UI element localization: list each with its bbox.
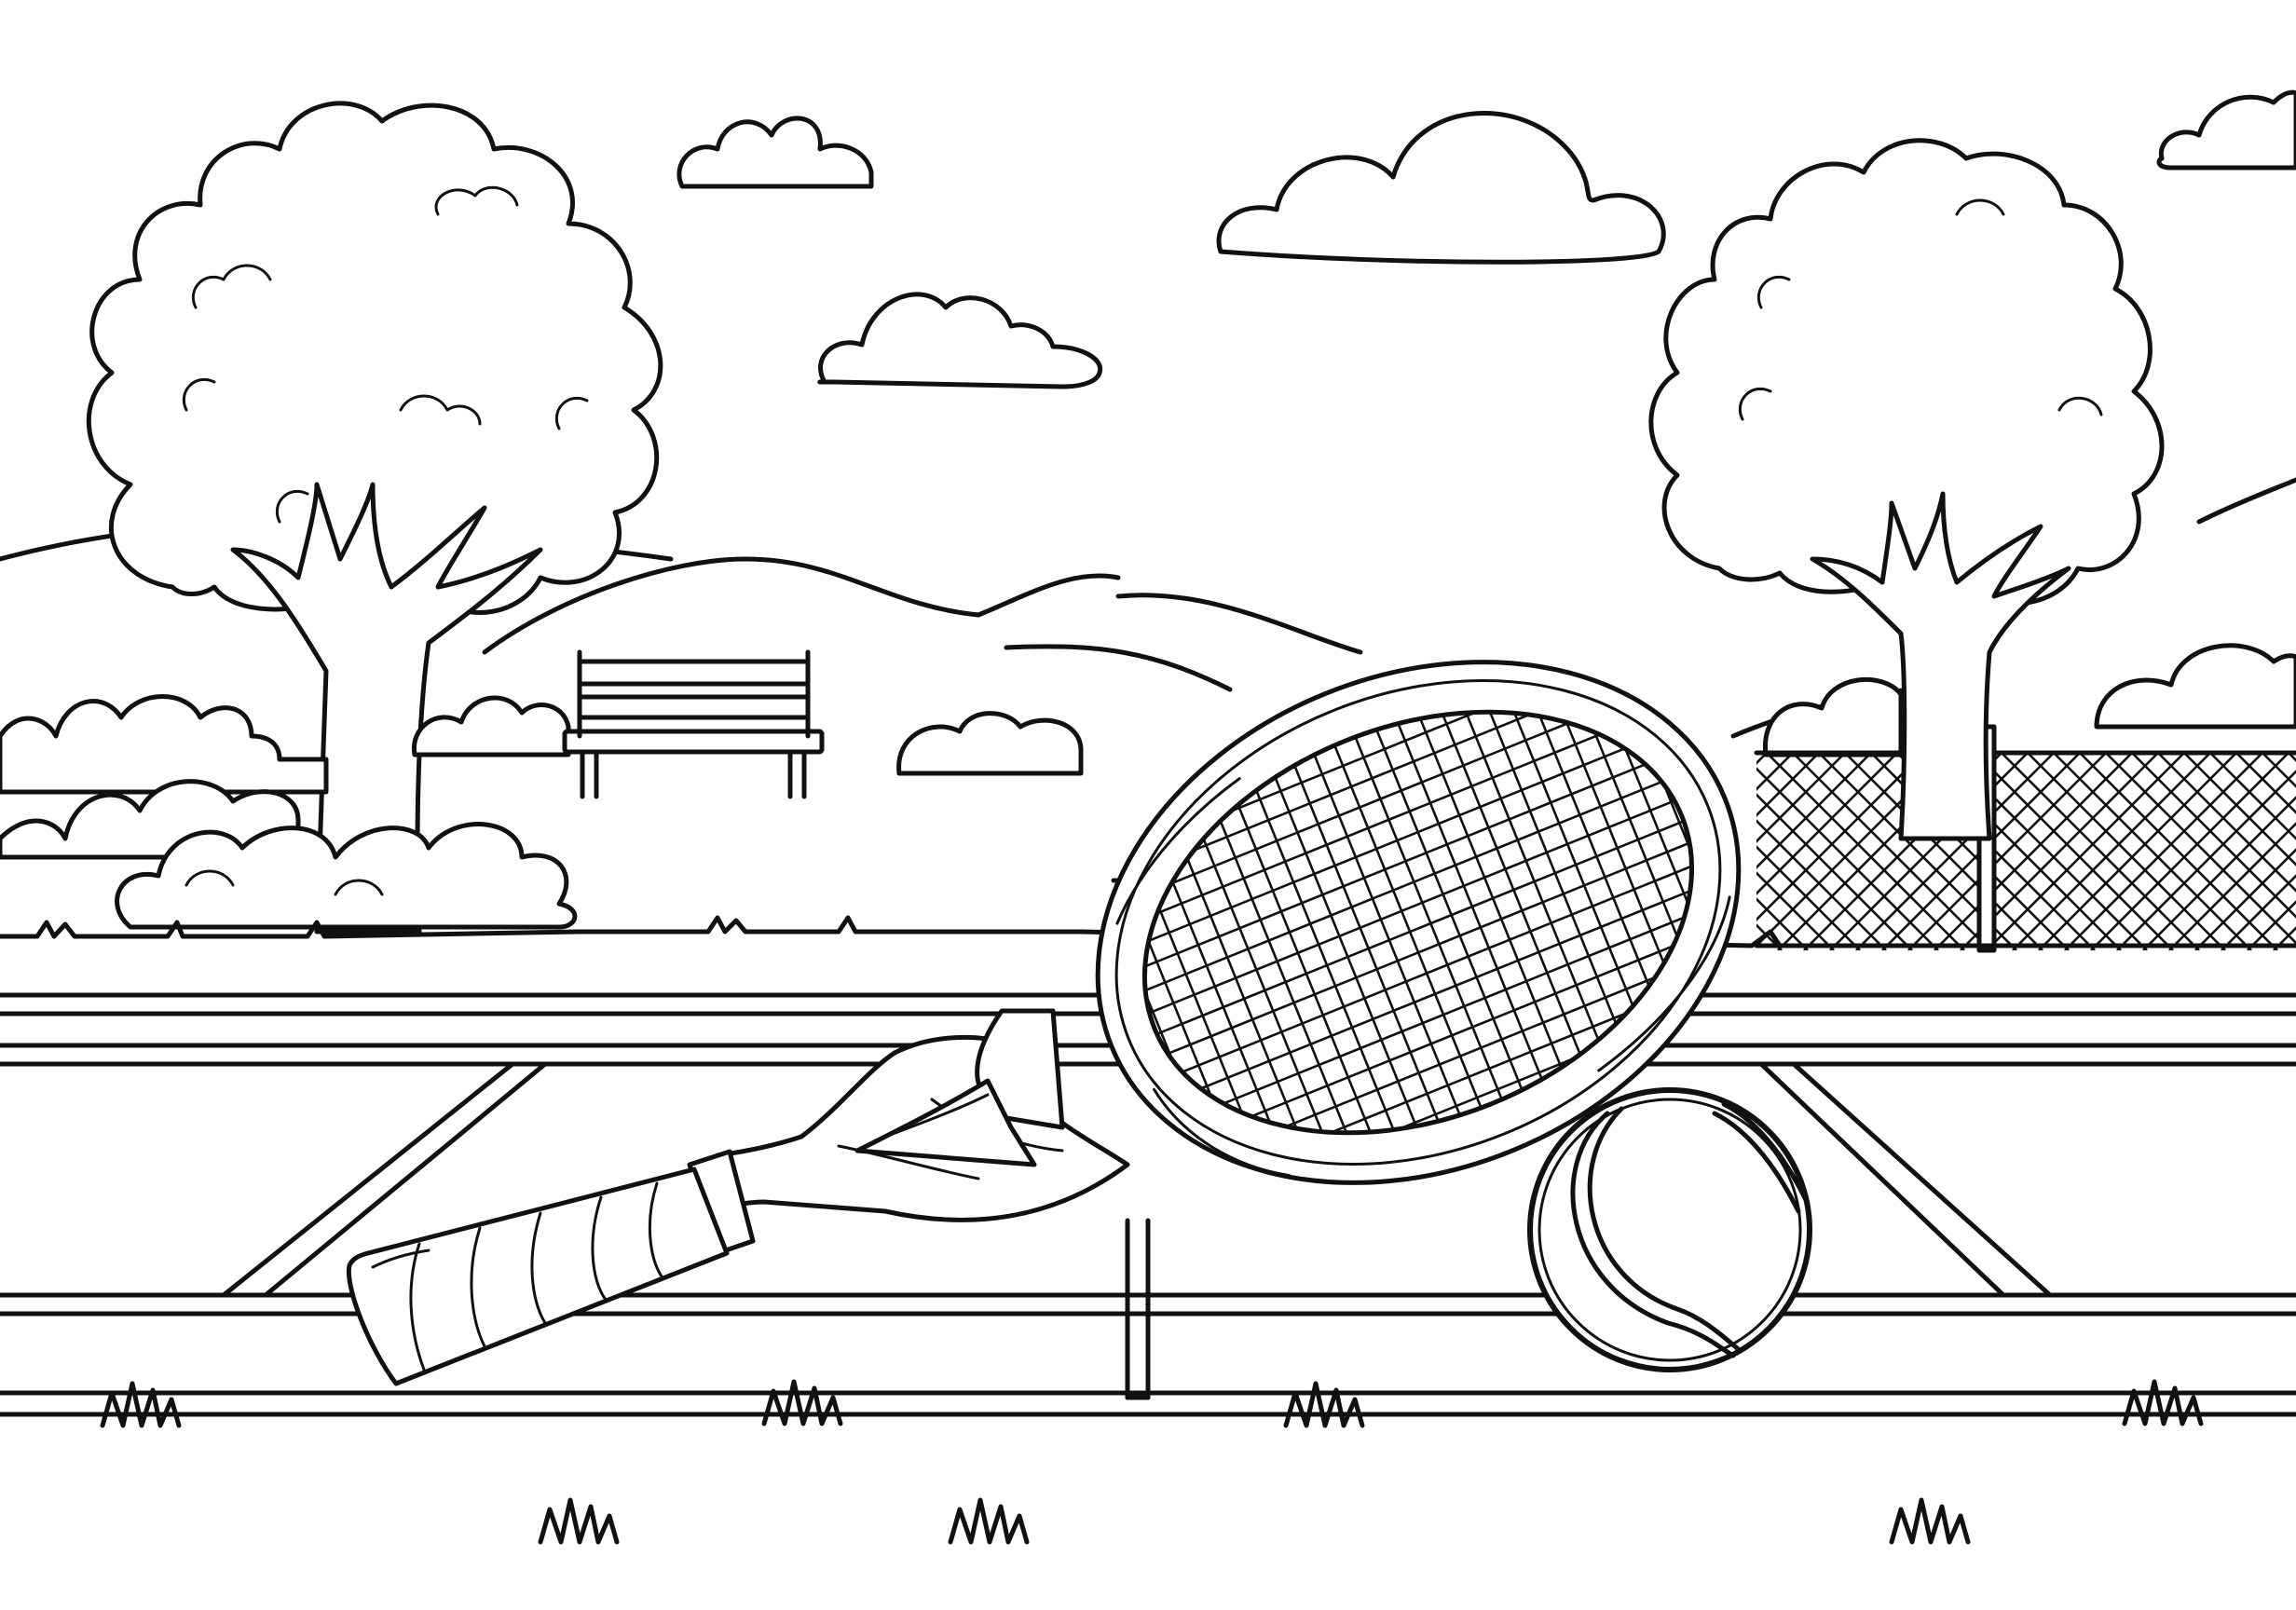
cloud-icon [676,116,874,189]
grass-tuft-icon [2122,1379,2204,1426]
cloud-icon [817,292,1103,389]
bench-icon [562,649,825,799]
bush-icon [896,711,1084,776]
grass-tuft-icon [1889,1497,1971,1545]
grass-line [0,915,2296,948]
grass-tuft-icon [100,1381,182,1428]
grass-tuft-icon [1283,1381,1365,1428]
racket-icon [346,634,1756,1386]
cloud-icon [2156,89,2296,171]
bush-icon [0,694,578,930]
grass-tuft-icon [948,1497,1030,1545]
fence-icon [1754,724,2296,953]
bush-icon [412,695,571,757]
cloud-icon [1216,111,1666,265]
grass-tuft-icon [761,1379,843,1426]
tennis-ball-icon [1527,1087,1812,1372]
tree-icon [1648,138,2165,841]
grass-tuft-icon [538,1497,620,1545]
bush-icon [1762,643,2296,757]
tree-icon [86,101,663,935]
